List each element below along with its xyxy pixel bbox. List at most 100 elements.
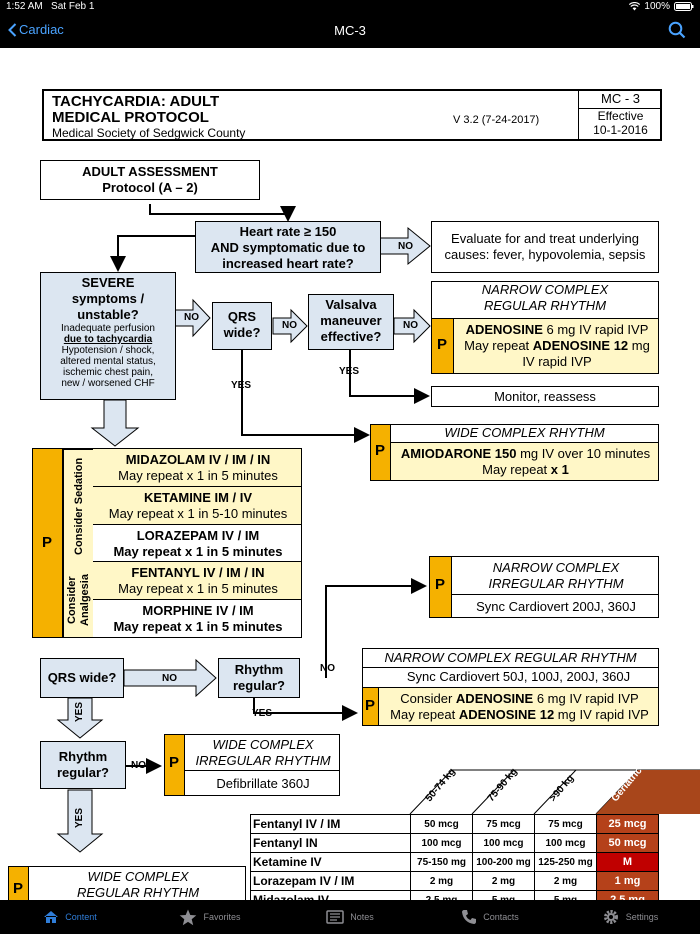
- dose-cell-c1: 100 mcg: [410, 833, 473, 853]
- dose-cell-c2: 100 mcg: [472, 833, 535, 853]
- protocol-chart[interactable]: TACHYCARDIA: ADULT MEDICAL PROTOCOL Medi…: [0, 48, 700, 900]
- wide-regular-box[interactable]: P WIDE COMPLEX REGULAR RHYTHM: [8, 866, 246, 900]
- wide-title: WIDE COMPLEX RHYTHM: [444, 425, 605, 440]
- p-label: P: [13, 880, 24, 897]
- p-badge-sedation: P: [33, 449, 63, 637]
- p-label: P: [365, 697, 376, 714]
- dose-cell-c1: 50 mcg: [410, 814, 473, 834]
- no-label-rhythm: NO: [320, 663, 335, 674]
- assessment-line1: ADULT ASSESSMENT: [82, 164, 218, 179]
- home-icon: [44, 911, 59, 923]
- arrow-no-evaluate: [379, 226, 431, 266]
- arrow-yes-qrswide2: [56, 697, 104, 739]
- narrow-regular-full-box[interactable]: NARROW COMPLEX REGULAR RHYTHM Sync Cardi…: [362, 648, 659, 726]
- severe-line5: due to tachycardia: [63, 334, 153, 345]
- p-label: P: [437, 336, 448, 353]
- dose-cell-c1: 75-150 mg: [410, 852, 473, 872]
- valsalva-box: Valsalva maneuver effective?: [308, 294, 394, 350]
- wifi-icon: [629, 2, 641, 11]
- back-button[interactable]: Cardiac: [8, 22, 64, 37]
- dose-cell-c3: 125-250 mg: [534, 852, 597, 872]
- flow-connectors: [56, 204, 431, 853]
- assessment-line2: Protocol (A – 2): [102, 180, 198, 195]
- severe-line6: Hypotension / shock,: [61, 345, 155, 356]
- search-icon: [668, 21, 686, 39]
- col-header-lines: [409, 769, 700, 815]
- severe-line1: SEVERE: [81, 275, 135, 290]
- hr-line2: AND symptomatic due to: [210, 240, 366, 255]
- protocol-code: MC - 3: [579, 91, 660, 109]
- status-time-date: 1:52 AM Sat Feb 1: [6, 1, 95, 12]
- search-button[interactable]: [668, 21, 686, 44]
- narrow-irregular-box[interactable]: P NARROW COMPLEX IRREGULAR RHYTHM Sync C…: [429, 556, 659, 618]
- monitor-box: Monitor, reassess: [431, 386, 659, 407]
- status-bar: 1:52 AM Sat Feb 1 100%: [0, 0, 700, 14]
- dose-cell-c2: 2 mg: [472, 871, 535, 891]
- wide-irregular-box[interactable]: P WIDE COMPLEX IRREGULAR RHYTHM Defibril…: [164, 734, 340, 796]
- effective-label: Effective: [597, 109, 644, 123]
- severe-line4: Inadequate perfusion: [61, 323, 155, 334]
- narrow-regular-box[interactable]: NARROW COMPLEX REGULAR RHYTHM P ADENOSIN…: [431, 281, 659, 374]
- severe-line9: new / worsened CHF: [61, 378, 155, 389]
- valsalva-line2: maneuver: [320, 313, 382, 328]
- wide-irr-title1: WIDE COMPLEX: [212, 737, 314, 752]
- chevron-left-icon: [8, 22, 17, 37]
- battery-percent: 100%: [644, 1, 670, 12]
- p-label: P: [42, 534, 53, 551]
- severe-line7: altered mental status,: [60, 356, 156, 367]
- tab-settings[interactable]: Settings: [560, 900, 700, 934]
- sync-reg-text: Sync Cardiovert 50J, 100J, 200J, 360J: [406, 669, 631, 684]
- tab-content[interactable]: Content: [0, 900, 140, 934]
- dose-cell-g: 1 mg: [596, 871, 659, 891]
- p-badge-narrow-irr: P: [430, 557, 452, 617]
- arrow-yes-severe: [90, 399, 140, 447]
- effective-date: 10-1-2016: [593, 123, 648, 137]
- narrow-reg-full-title: NARROW COMPLEX REGULAR RHYTHM: [363, 649, 658, 668]
- qrs-line1: QRS: [227, 309, 257, 324]
- tab-notes-label: Notes: [350, 912, 374, 922]
- severe-line2: symptoms /: [71, 291, 145, 306]
- arrow-no-valsalva: [272, 308, 308, 344]
- p-label: P: [169, 754, 180, 771]
- p-badge-narrow-full: P: [363, 687, 379, 725]
- tab-favorites[interactable]: Favorites: [140, 900, 280, 934]
- tab-notes[interactable]: Notes: [280, 900, 420, 934]
- adenosine-dose: ADENOSINE 6 mg IV rapid IVP May repeat A…: [454, 318, 658, 373]
- defib-text: Defibrillate 360J: [216, 776, 310, 791]
- back-label: Cardiac: [19, 22, 64, 37]
- p-badge-narrow: P: [432, 318, 454, 373]
- phone-icon: [462, 910, 477, 924]
- dose-cell-c1: 2.5 mg: [410, 890, 473, 900]
- narrow-reg-title2: REGULAR RHYTHM: [483, 298, 607, 313]
- adult-assessment-box[interactable]: ADULT ASSESSMENT Protocol (A – 2): [40, 160, 260, 200]
- dose-cell-g: M: [596, 852, 659, 872]
- wide-complex-box[interactable]: WIDE COMPLEX RHYTHM P AMIODARONE 150 mg …: [370, 424, 659, 481]
- protocol-title-line2: MEDICAL PROTOCOL: [52, 109, 209, 126]
- narrow-irr-title2: IRREGULAR RHYTHM: [488, 576, 624, 591]
- dose-cell-c2: 5 mg: [472, 890, 535, 900]
- dose-cell-name: Midazolam IV: [250, 890, 411, 900]
- no-label-valsalva: NO: [403, 320, 418, 331]
- protocol-version: V 3.2 (7-24-2017): [453, 114, 540, 126]
- p-label: P: [435, 576, 446, 593]
- status-right: 100%: [629, 1, 694, 12]
- yes-label-valsalva: YES: [339, 366, 360, 377]
- dose-cell-c3: 100 mcg: [534, 833, 597, 853]
- tab-contacts-label: Contacts: [483, 912, 519, 922]
- arrow-no-qrswide2: [123, 658, 217, 698]
- dose-cell-c3: 5 mg: [534, 890, 597, 900]
- dose-cell-name: Fentanyl IN: [250, 833, 411, 853]
- tab-contacts[interactable]: Contacts: [420, 900, 560, 934]
- battery-icon: [674, 2, 694, 11]
- protocol-title-line1: TACHYCARDIA: ADULT: [52, 93, 220, 110]
- tab-settings-label: Settings: [625, 912, 659, 922]
- valsalva-line3: effective?: [320, 329, 382, 344]
- protocol-society: Medical Society of Sedgwick County: [52, 126, 246, 140]
